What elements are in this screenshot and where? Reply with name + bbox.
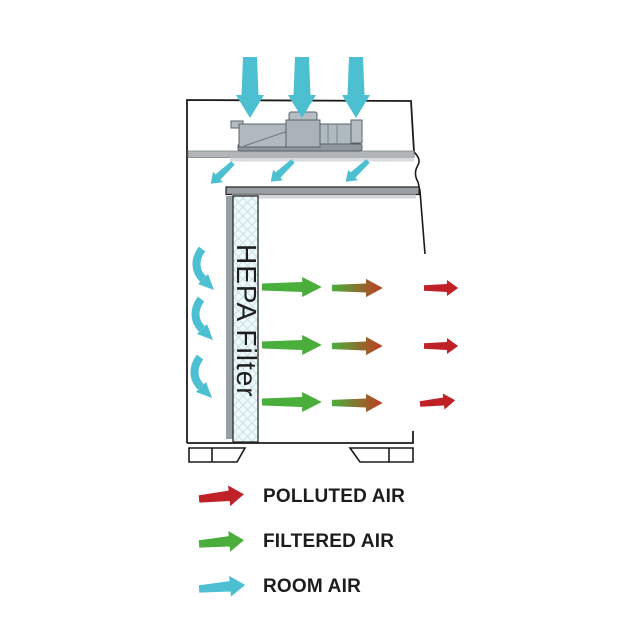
room-air-curved-arrow: [190, 354, 212, 398]
room-air-arrows: [190, 57, 373, 398]
legend-item-polluted-air: POLLUTED AIR: [198, 485, 405, 509]
filtered-air-arrow: [262, 276, 322, 298]
legend-label-room-air: ROOM AIR: [263, 576, 362, 597]
fan-housing-edge: [243, 130, 289, 147]
polluted-air-arrow: [424, 337, 459, 355]
room-air-arrow-icon: [198, 575, 246, 599]
hepa-filter-panel: [226, 195, 259, 443]
legend-item-room-air: ROOM AIR: [198, 575, 405, 599]
transition-air-arrow: [332, 393, 383, 413]
room-air-diffuser-arrow: [205, 157, 238, 190]
cabinet-feet: [188, 447, 414, 463]
diffuser-panel: [225, 186, 420, 199]
fan-motor-body: [285, 119, 321, 148]
room-air-curved-arrow: [192, 246, 214, 290]
hepa-filter-frame: [226, 196, 233, 439]
fan-right-housing: [319, 123, 353, 145]
hepa-filter-label: HEPA Filter: [231, 244, 262, 398]
plenum-shelf: [187, 150, 415, 162]
room-air-intake-arrow: [288, 57, 316, 118]
polluted-air-arrow: [419, 392, 457, 413]
polluted-air-arrow: [424, 279, 459, 297]
hepa-filter-media: [232, 195, 259, 443]
fan-unit: [230, 111, 363, 152]
transition-air-arrow: [332, 278, 383, 298]
room-air-curved-arrow: [191, 296, 213, 340]
legend-label-filtered-air: FILTERED AIR: [263, 531, 395, 552]
polluted-air-arrows: [419, 279, 459, 413]
room-air-intake-arrow: [342, 57, 370, 118]
cabinet-bottom-edge: [187, 431, 414, 444]
transition-air-arrows: [332, 278, 383, 413]
legend-item-filtered-air: FILTERED AIR: [198, 530, 405, 554]
filtered-air-arrow: [262, 334, 322, 356]
fan-right-flange: [350, 119, 363, 144]
legend: POLLUTED AIR FILTERED AIR ROOM AIR: [198, 485, 405, 620]
filtered-air-arrow: [262, 391, 322, 413]
cabinet-sash-notch: [413, 151, 426, 255]
cabinet-foot-left: [188, 447, 247, 463]
transition-air-arrow: [332, 336, 383, 356]
room-air-intake-arrow: [236, 57, 264, 118]
filtered-air-arrow-icon: [198, 530, 245, 554]
legend-label-polluted-air: POLLUTED AIR: [263, 486, 406, 507]
polluted-air-arrow-icon: [198, 485, 245, 509]
cabinet-foot-right: [348, 447, 414, 463]
filtered-air-arrows: [262, 276, 322, 413]
